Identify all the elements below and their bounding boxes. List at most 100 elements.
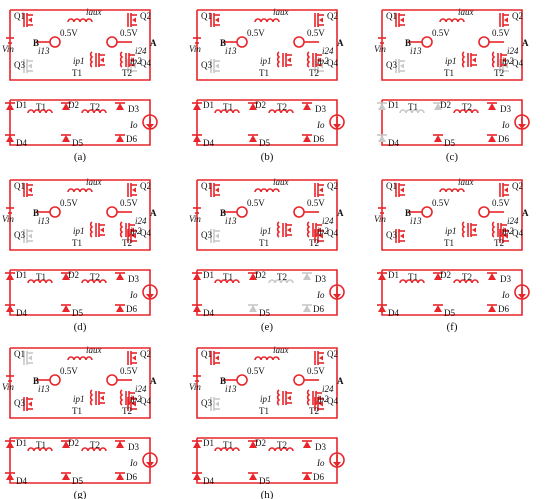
label-d1: D1 <box>203 438 214 448</box>
diode-d4 <box>192 134 202 142</box>
switch-aux-1 <box>282 223 292 237</box>
label-t2-secondary: T2 <box>277 440 287 450</box>
label-q2: Q2 <box>512 181 523 191</box>
label-d6: D6 <box>313 134 324 144</box>
source-half-a <box>106 36 118 48</box>
rectifier-frame <box>9 437 151 484</box>
diode-d1 <box>377 272 387 280</box>
transformer-t1-secondary <box>214 447 240 452</box>
load-arrowhead <box>333 462 341 467</box>
diode-d6 <box>487 304 497 312</box>
label-t2: T2 <box>122 68 132 78</box>
label-b: B <box>220 38 226 48</box>
inverter-frame <box>9 179 151 251</box>
source-half-a <box>478 206 490 218</box>
label-d3: D3 <box>315 274 326 284</box>
diode-d5 <box>248 472 258 480</box>
panel-caption: (c) <box>446 151 459 163</box>
switch-aux-1 <box>467 53 477 67</box>
diode-d5 <box>433 134 443 142</box>
diode-d2 <box>248 440 258 448</box>
source-half-b <box>421 36 433 48</box>
diode-d4 <box>5 304 15 312</box>
label-d2: D2 <box>68 100 79 110</box>
transformer-t1-primary <box>89 51 94 68</box>
switch-aux-2 <box>125 391 135 405</box>
switch-q1 <box>23 183 33 197</box>
diode-d1 <box>377 102 387 110</box>
diode-d6 <box>302 472 312 480</box>
label-io: Io <box>316 290 325 300</box>
label-b: B <box>405 38 411 48</box>
label-d6: D6 <box>313 304 324 314</box>
switch-aux-1 <box>95 53 105 67</box>
label-t2-secondary: T2 <box>462 102 472 112</box>
label-d1: D1 <box>203 100 214 110</box>
label-d3: D3 <box>315 442 326 452</box>
label-half-voltage-b: 0.5V <box>60 198 78 208</box>
diode-d4 <box>377 304 387 312</box>
label-ip1: ip1 <box>445 226 457 236</box>
label-q1: Q1 <box>201 181 212 191</box>
switch-q2 <box>127 183 137 197</box>
diode-d6 <box>115 472 125 480</box>
diode-d5 <box>433 304 443 312</box>
inverter-frame <box>196 179 338 251</box>
aux-inductor <box>439 188 465 193</box>
switch-q2 <box>499 13 509 27</box>
label-t2-secondary: T2 <box>90 440 100 450</box>
diode-d5 <box>61 304 71 312</box>
label-q3: Q3 <box>386 60 397 70</box>
label-half-voltage-a: 0.5V <box>492 28 510 38</box>
diode-d4 <box>5 134 15 142</box>
label-i24: i24 <box>322 216 334 226</box>
label-q3: Q3 <box>14 230 25 240</box>
label-i24: i24 <box>135 216 147 226</box>
label-q3: Q3 <box>14 398 25 408</box>
source-half-a <box>293 206 305 218</box>
label-i13: i13 <box>410 216 422 226</box>
label-t2-secondary: T2 <box>90 102 100 112</box>
transformer-t2-primary <box>306 51 311 68</box>
label-i24: i24 <box>507 216 519 226</box>
transformer-t1-primary <box>89 389 94 406</box>
load-arrowhead <box>333 124 341 129</box>
switch-q1 <box>23 351 33 365</box>
label-i24: i24 <box>135 46 147 56</box>
label-t1-secondary: T1 <box>36 102 46 112</box>
label-d3: D3 <box>500 104 511 114</box>
label-d4: D4 <box>203 476 214 486</box>
switch-aux-2 <box>497 223 507 237</box>
switch-aux-1 <box>467 223 477 237</box>
transformer-t1-primary <box>461 51 466 68</box>
switch-q3 <box>210 59 220 73</box>
label-t2: T2 <box>494 68 504 78</box>
label-i13: i13 <box>38 216 50 226</box>
label-q1: Q1 <box>201 349 212 359</box>
label-q4: Q4 <box>140 58 151 68</box>
transformer-t2-secondary <box>268 447 294 452</box>
rectifier-frame <box>381 269 523 316</box>
source-half-a <box>293 36 305 48</box>
label-half-voltage-b: 0.5V <box>60 28 78 38</box>
label-a: A <box>522 38 529 48</box>
diode-d4 <box>192 304 202 312</box>
source-half-b <box>49 36 61 48</box>
label-b: B <box>33 208 39 218</box>
switch-q3 <box>23 397 33 411</box>
source-half-b <box>236 36 248 48</box>
load-arrowhead <box>333 294 341 299</box>
switch-aux-1 <box>282 53 292 67</box>
switch-q1 <box>395 13 405 27</box>
switch-q2 <box>127 351 137 365</box>
label-d3: D3 <box>315 104 326 114</box>
diode-d2 <box>61 102 71 110</box>
label-half-voltage-a: 0.5V <box>307 198 325 208</box>
label-ip2: ip2 <box>130 226 142 236</box>
transformer-t1-secondary <box>27 109 53 114</box>
label-d2: D2 <box>255 438 266 448</box>
diode-d1 <box>192 440 202 448</box>
label-d4: D4 <box>388 308 399 318</box>
label-d6: D6 <box>126 134 137 144</box>
